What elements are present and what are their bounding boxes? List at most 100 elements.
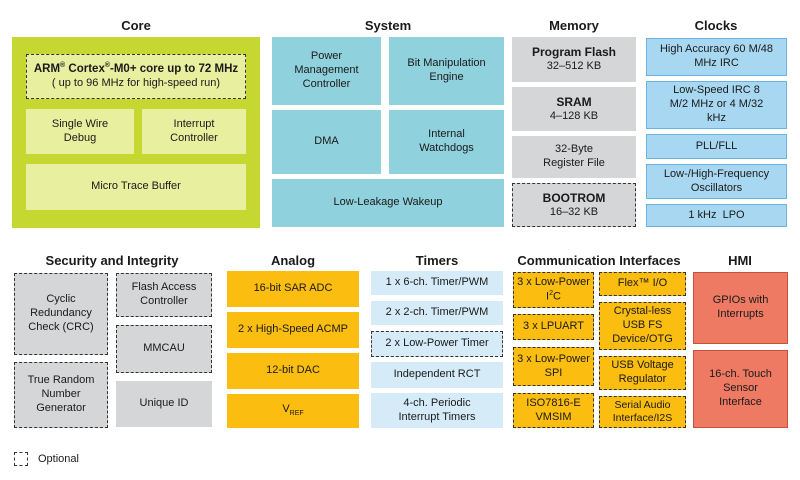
arm-label-b: Cortex (65, 63, 105, 76)
sram-size: 4–128 KB (549, 109, 599, 122)
power-management-block: Power Management Controller (272, 37, 381, 105)
low-power-timer-block: 2 x Low-Power Timer (371, 331, 503, 357)
crc-label: Cyclic Redundancy Check (CRC) (28, 293, 94, 333)
bme-label: Bit Manipulation Engine (407, 57, 486, 83)
timer-pwm-6ch-block: 1 x 6-ch. Timer/PWM (371, 271, 503, 295)
register-file-block: 32-Byte Register File (512, 136, 636, 178)
analog-header: Analog (270, 253, 316, 268)
flash-size: 32–512 KB (546, 60, 602, 73)
osc-label: Low-/High-Frequency Oscillators (663, 167, 770, 194)
sai-label: Serial Audio Interface/I2S (612, 398, 673, 424)
i2c-label-a: 3 x Low-Power I (517, 275, 590, 303)
flexio-label: Flex™ I/O (617, 277, 668, 290)
swd-label: Single Wire Debug (51, 117, 109, 144)
i2c-label-b: C (553, 290, 561, 303)
timer-pwm-2ch-block: 2 x 2-ch. Timer/PWM (371, 301, 503, 325)
usb-voltage-regulator-block: USB Voltage Regulator (599, 356, 686, 390)
iso7816-block: ISO7816-E VMSIM (513, 393, 594, 428)
uid-label: Unique ID (139, 397, 189, 410)
intc-label: Interrupt Controller (170, 117, 218, 144)
bootrom-title: BOOTROM (542, 190, 606, 205)
pll-fll-block: PLL/FLL (646, 134, 787, 159)
oscillators-block: Low-/High-Frequency Oscillators (646, 164, 787, 199)
serial-audio-block: Serial Audio Interface/I2S (599, 396, 686, 428)
flash-access-controller-block: Flash Access Controller (116, 273, 212, 317)
sar-adc-block: 16-bit SAR ADC (227, 271, 359, 307)
crc-block: Cyclic Redundancy Check (CRC) (14, 273, 108, 355)
gpio-block: GPIOs with Interrupts (693, 272, 788, 344)
sram-title: SRAM (556, 94, 592, 109)
hirc-label: High Accuracy 60 M/48 MHz IRC (659, 43, 774, 69)
iso-label: ISO7816-E VMSIM (526, 396, 581, 423)
mtb-label: Micro Trace Buffer (91, 180, 181, 193)
program-flash-block: Program Flash 32–512 KB (512, 37, 636, 82)
gpio-label: GPIOs with Interrupts (712, 294, 769, 320)
security-header: Security and Integrity (45, 253, 179, 268)
dma-label: DMA (314, 135, 339, 148)
low-leakage-wakeup-block: Low-Leakage Wakeup (272, 179, 504, 227)
bootrom-size: 16–32 KB (549, 205, 599, 218)
usb-label: Crystal-less USB FS Device/OTG (612, 305, 673, 345)
single-wire-debug-block: Single Wire Debug (26, 109, 134, 154)
lpo-block: 1 kHz LPO (646, 204, 787, 227)
micro-trace-buffer-block: Micro Trace Buffer (26, 164, 246, 210)
arm-label-c: -M0+ core up to 72 MHz (110, 63, 239, 76)
interrupt-controller-block: Interrupt Controller (142, 109, 246, 154)
pll-label: PLL/FLL (695, 139, 738, 152)
clocks-header: Clocks (694, 18, 738, 33)
timer3-label: 2 x Low-Power Timer (385, 337, 489, 350)
usb-fs-block: Crystal-less USB FS Device/OTG (599, 302, 686, 350)
lpo-label: 1 kHz LPO (688, 208, 745, 221)
arm-core-subtitle: ( up to 96 MHz for high-speed run) (51, 76, 221, 89)
comm-header: Communication Interfaces (517, 253, 681, 268)
arm-label-a: ARM (33, 63, 61, 76)
cortex-registered-mark: ® (104, 62, 111, 70)
dac-label: 12-bit DAC (266, 364, 320, 377)
vref-block: VREF (227, 394, 359, 428)
optional-legend-label: Optional (38, 453, 79, 465)
timer2-label: 2 x 2-ch. Timer/PWM (385, 306, 489, 319)
lirc-label: Low-Speed IRC 8 M/2 MHz or 4 M/32 kHz (669, 84, 764, 124)
llwu-label: Low-Leakage Wakeup (333, 196, 443, 209)
low-power-spi-block: 3 x Low-Power SPI (513, 347, 594, 386)
bootrom-block: BOOTROM 16–32 KB (512, 183, 636, 227)
flash-ac-label: Flash Access Controller (131, 281, 197, 307)
dac-block: 12-bit DAC (227, 353, 359, 389)
arm-registered-mark: ® (60, 62, 66, 70)
adc-label: 16-bit SAR ADC (253, 282, 333, 295)
high-accuracy-irc-block: High Accuracy 60 M/48 MHz IRC (646, 38, 787, 76)
sram-block: SRAM 4–128 KB (512, 87, 636, 131)
i2c-superscript: 2 (549, 289, 553, 297)
timer1-label: 1 x 6-ch. Timer/PWM (385, 276, 489, 289)
core-header: Core (121, 18, 151, 33)
system-header: System (364, 18, 412, 33)
mmcau-block: MMCAU (116, 325, 212, 373)
hmi-header: HMI (728, 253, 752, 268)
usbreg-label: USB Voltage Regulator (611, 359, 674, 385)
lpuart-block: 3 x LPUART (513, 314, 594, 340)
internal-watchdogs-block: Internal Watchdogs (389, 110, 504, 174)
regfile-label: 32-Byte Register File (543, 143, 605, 169)
arm-core-block: ARM® Cortex®-M0+ core up to 72 MHz ( up … (26, 54, 246, 99)
memory-header: Memory (549, 18, 599, 33)
pmc-label: Power Management Controller (294, 50, 359, 90)
independent-rct-block: Independent RCT (371, 362, 503, 388)
timers-header: Timers (415, 253, 459, 268)
timer5-label: 4-ch. Periodic Interrupt Timers (398, 396, 476, 423)
optional-legend-swatch (14, 452, 28, 466)
spi-label: 3 x Low-Power SPI (517, 352, 590, 379)
vref-subscript: REF (289, 410, 304, 418)
unique-id-block: Unique ID (116, 381, 212, 427)
low-speed-irc-block: Low-Speed IRC 8 M/2 MHz or 4 M/32 kHz (646, 81, 787, 129)
acmp-label: 2 x High-Speed ACMP (237, 323, 349, 336)
periodic-interrupt-timer-block: 4-ch. Periodic Interrupt Timers (371, 393, 503, 428)
vref-label: V (282, 403, 290, 416)
lpuart-label: 3 x LPUART (523, 320, 584, 333)
acmp-block: 2 x High-Speed ACMP (227, 312, 359, 348)
timer4-label: Independent RCT (393, 368, 481, 381)
tsi-label: 16-ch. Touch Sensor Interface (709, 368, 772, 408)
wdog-label: Internal Watchdogs (419, 128, 474, 154)
low-power-i2c-block: 3 x Low-Power I2C (513, 272, 594, 308)
trng-label: True Random Number Generator (27, 374, 95, 414)
touch-sensor-block: 16-ch. Touch Sensor Interface (693, 350, 788, 428)
